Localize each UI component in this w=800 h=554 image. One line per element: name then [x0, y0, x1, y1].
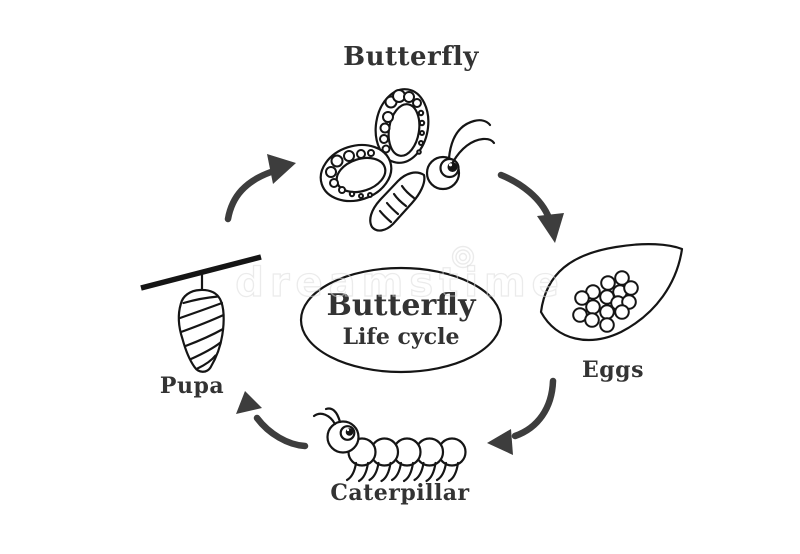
caterpillar-drawing [312, 407, 467, 483]
stage-label-caterpillar: Caterpillar [330, 480, 470, 506]
center-subtitle: Life cycle [342, 323, 460, 350]
center-title: Butterfly [326, 288, 476, 324]
center-oval [299, 266, 503, 374]
pupa-drawing [140, 254, 262, 373]
watermark-spiral-icon [451, 245, 475, 269]
stage-label-butterfly: Butterfly [343, 42, 479, 72]
eggs-drawing [539, 243, 684, 342]
arrow-pupa-to-butterfly [224, 154, 296, 223]
center-text-box: Butterfly Life cycle [301, 272, 501, 368]
butterfly-drawing [319, 88, 496, 232]
arrow-butterfly-to-eggs [497, 171, 564, 243]
arrow-eggs-to-caterpillar [487, 377, 557, 455]
stage-label-eggs: Eggs [582, 357, 644, 383]
arrow-caterpillar-to-pupa [236, 391, 309, 450]
stage-label-pupa: Pupa [159, 373, 225, 399]
